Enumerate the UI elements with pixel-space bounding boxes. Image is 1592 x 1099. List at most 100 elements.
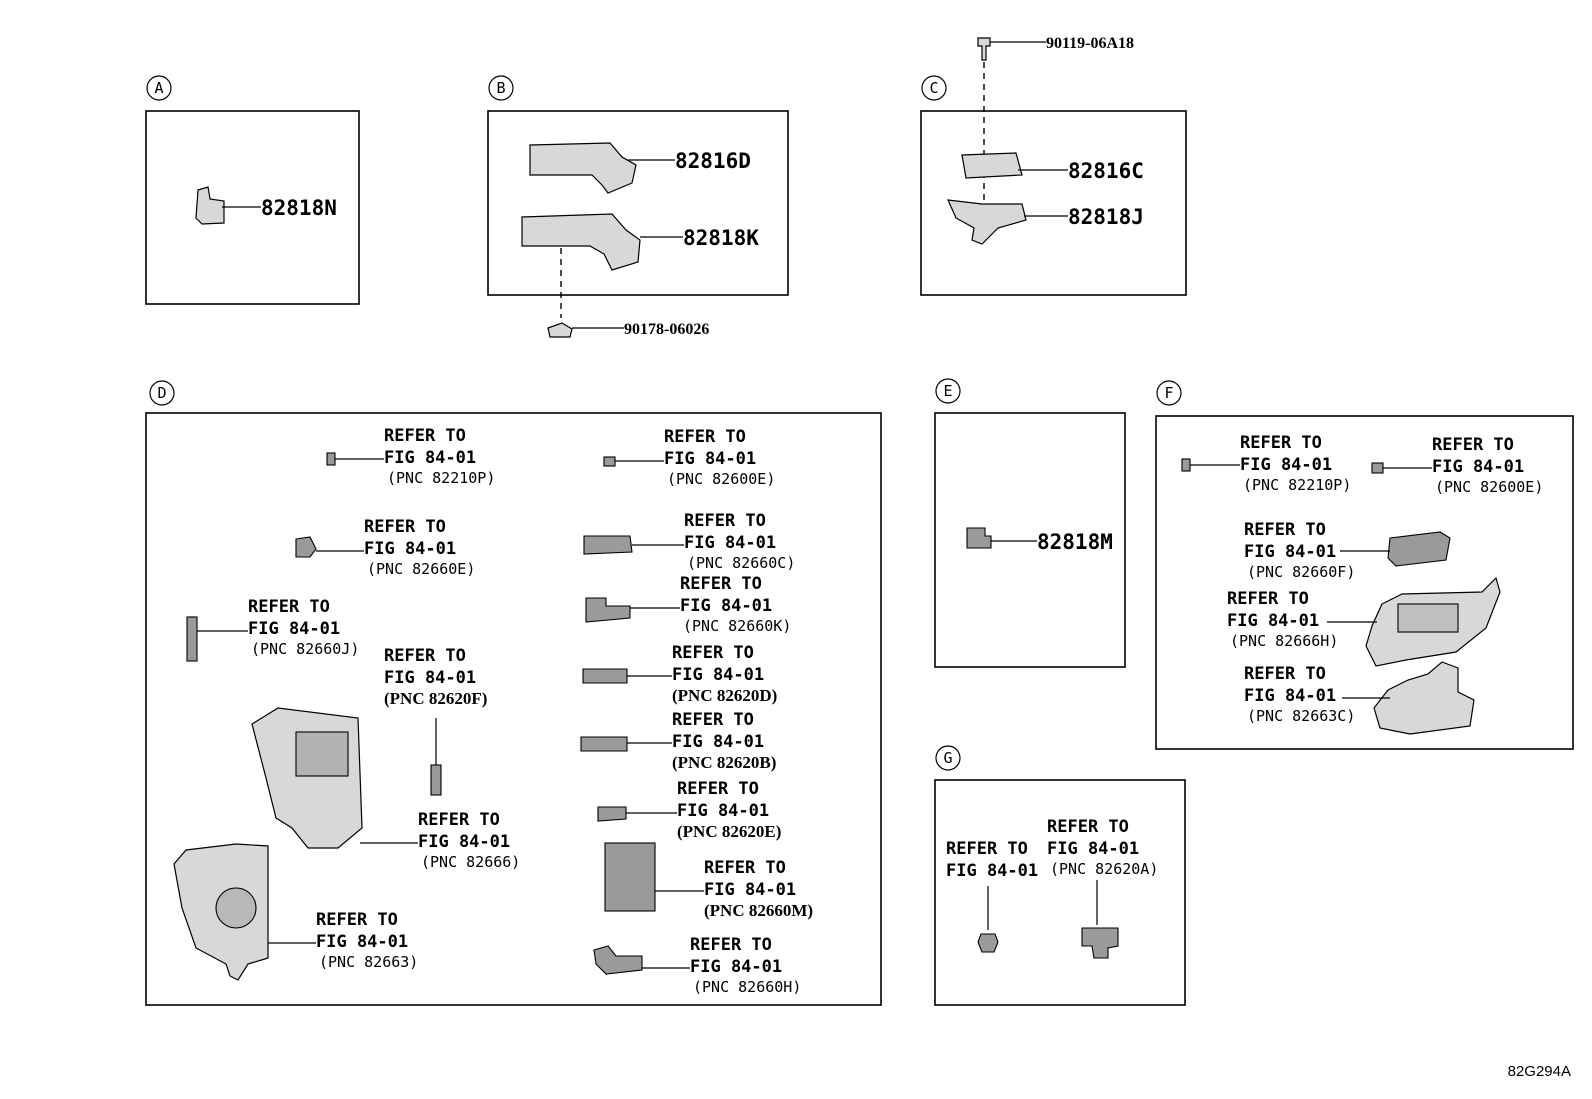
pnc-label: (PNC 82660K) [683,617,791,635]
ref-82660h: REFER TO FIG 84-01 (PNC 82660H) [690,935,801,996]
pnc-label: (PNC 82620B) [672,753,776,772]
ref-82600e: REFER TO FIG 84-01 (PNC 82600E) [664,427,775,488]
pnc-label: (PNC 82600E) [667,470,775,488]
ref-f-82210p: REFER TO FIG 84-01 (PNC 82210P) [1240,433,1351,494]
fig-label: FIG 84-01 [418,832,510,852]
cover-part-icon [947,199,1027,245]
pnc-label: (PNC 82210P) [1243,476,1351,494]
relay-block-icon [585,597,631,623]
ref-82620d: REFER TO FIG 84-01 (PNC 82620D) [672,643,777,705]
part-number-82818m: 82818M [1037,530,1113,554]
relay-block-icon [1387,531,1451,567]
section-b-marker [488,75,514,101]
section-g-frame [934,779,1186,1006]
ref-82663: REFER TO FIG 84-01 (PNC 82663) [316,910,418,971]
section-f-frame [1155,415,1574,750]
pnc-label: (PNC 82663C) [1247,707,1355,725]
refer-to-label: REFER TO [664,427,746,447]
refer-to-label: REFER TO [1244,520,1326,540]
refer-to-label: REFER TO [1240,433,1322,453]
part-number-82816c: 82816C [1068,159,1144,183]
pnc-label: (PNC 82660H) [693,978,801,996]
connector-strip-icon [186,616,198,662]
refer-to-label: REFER TO [316,910,398,930]
refer-to-label: REFER TO [704,858,786,878]
section-d-frame [145,412,882,1006]
ref-f-82666h: REFER TO FIG 84-01 (PNC 82666H) [1227,589,1338,650]
pnc-label: (PNC 82663) [319,953,418,971]
figure-code: 82G294A [1508,1063,1571,1080]
pnc-label: (PNC 82620F) [384,689,487,708]
refer-to-label: REFER TO [418,810,500,830]
refer-to-label: REFER TO [672,643,754,663]
fig-label: FIG 84-01 [672,732,764,752]
section-a-letter: A [154,79,163,97]
fuse-icon [430,764,442,796]
bracket-part-icon [195,186,225,225]
part-number-82818j: 82818J [1068,205,1144,229]
refer-to-label: REFER TO [684,511,766,531]
cover-part-icon [961,152,1023,179]
section-e-marker [935,378,961,404]
refer-to-label: REFER TO [248,597,330,617]
ref-82210p: REFER TO FIG 84-01 (PNC 82210P) [384,426,495,487]
pnc-label: (PNC 82620E) [677,822,781,841]
section-c-marker [921,75,947,101]
ref-f-82600e: REFER TO FIG 84-01 (PNC 82600E) [1432,435,1543,496]
fig-label: FIG 84-01 [1047,839,1139,859]
fig-label: FIG 84-01 [364,539,456,559]
refer-to-label: REFER TO [1244,664,1326,684]
relay-block-icon [583,535,633,555]
fig-label: FIG 84-01 [1244,686,1336,706]
section-c-letter: C [929,79,938,97]
refer-to-label: REFER TO [1227,589,1309,609]
ref-f-82660f: REFER TO FIG 84-01 (PNC 82660F) [1244,520,1355,581]
fuse-block-icon [580,736,628,752]
part-number-82816d: 82816D [675,149,751,173]
fig-label: FIG 84-01 [677,801,769,821]
fig-label: FIG 84-01 [664,449,756,469]
part-number-82818n: 82818N [261,196,337,220]
ref-82660c: REFER TO FIG 84-01 (PNC 82660C) [684,511,795,572]
section-c: C 90119-06A18 82816C 82818J [920,35,1187,296]
section-b-frame [487,110,789,296]
ref-82666: REFER TO FIG 84-01 (PNC 82666) [418,810,520,871]
pnc-label: (PNC 82660M) [704,901,813,920]
ref-82660k: REFER TO FIG 84-01 (PNC 82660K) [680,574,791,635]
ref-f-82663c: REFER TO FIG 84-01 (PNC 82663C) [1244,664,1355,725]
section-e: E 82818M [934,378,1126,668]
section-d: D REFER TO FIG 84-01 (PNC 82210P) REFER … [145,380,882,1006]
nut-icon [547,322,573,338]
part-number-90178-06026: 90178-06026 [624,321,709,338]
fig-label: FIG 84-01 [672,665,764,685]
relay-icon [1081,927,1119,959]
section-c-frame [920,110,1187,296]
refer-to-label: REFER TO [672,710,754,730]
relay-icon [593,945,643,975]
refer-to-label: REFER TO [384,646,466,666]
pnc-label: (PNC 82210P) [387,469,495,487]
fig-label: FIG 84-01 [1240,455,1332,475]
part-number-82818k: 82818K [683,226,759,250]
bolt-icon [977,37,991,61]
refer-to-label: REFER TO [384,426,466,446]
ref-82620b: REFER TO FIG 84-01 (PNC 82620B) [672,710,776,772]
refer-to-label: REFER TO [690,935,772,955]
pnc-label: (PNC 82620D) [672,686,777,705]
fig-label: FIG 84-01 [384,448,476,468]
fuse-slots-icon [295,731,349,777]
fig-label: FIG 84-01 [690,957,782,977]
fuse-icon [597,806,627,822]
junction-block-icon [251,707,363,849]
refer-to-label: REFER TO [1432,435,1514,455]
section-d-marker [149,380,175,406]
cover-part-icon [521,213,641,271]
relay-icon [603,456,616,467]
fuse-block-icon [582,668,628,684]
fig-label: FIG 84-01 [384,668,476,688]
section-f: F REFER TO FIG 84-01 (PNC 82210P) REFER … [1155,380,1574,750]
section-g-letter: G [943,749,952,767]
fig-label: FIG 84-01 [1432,457,1524,477]
